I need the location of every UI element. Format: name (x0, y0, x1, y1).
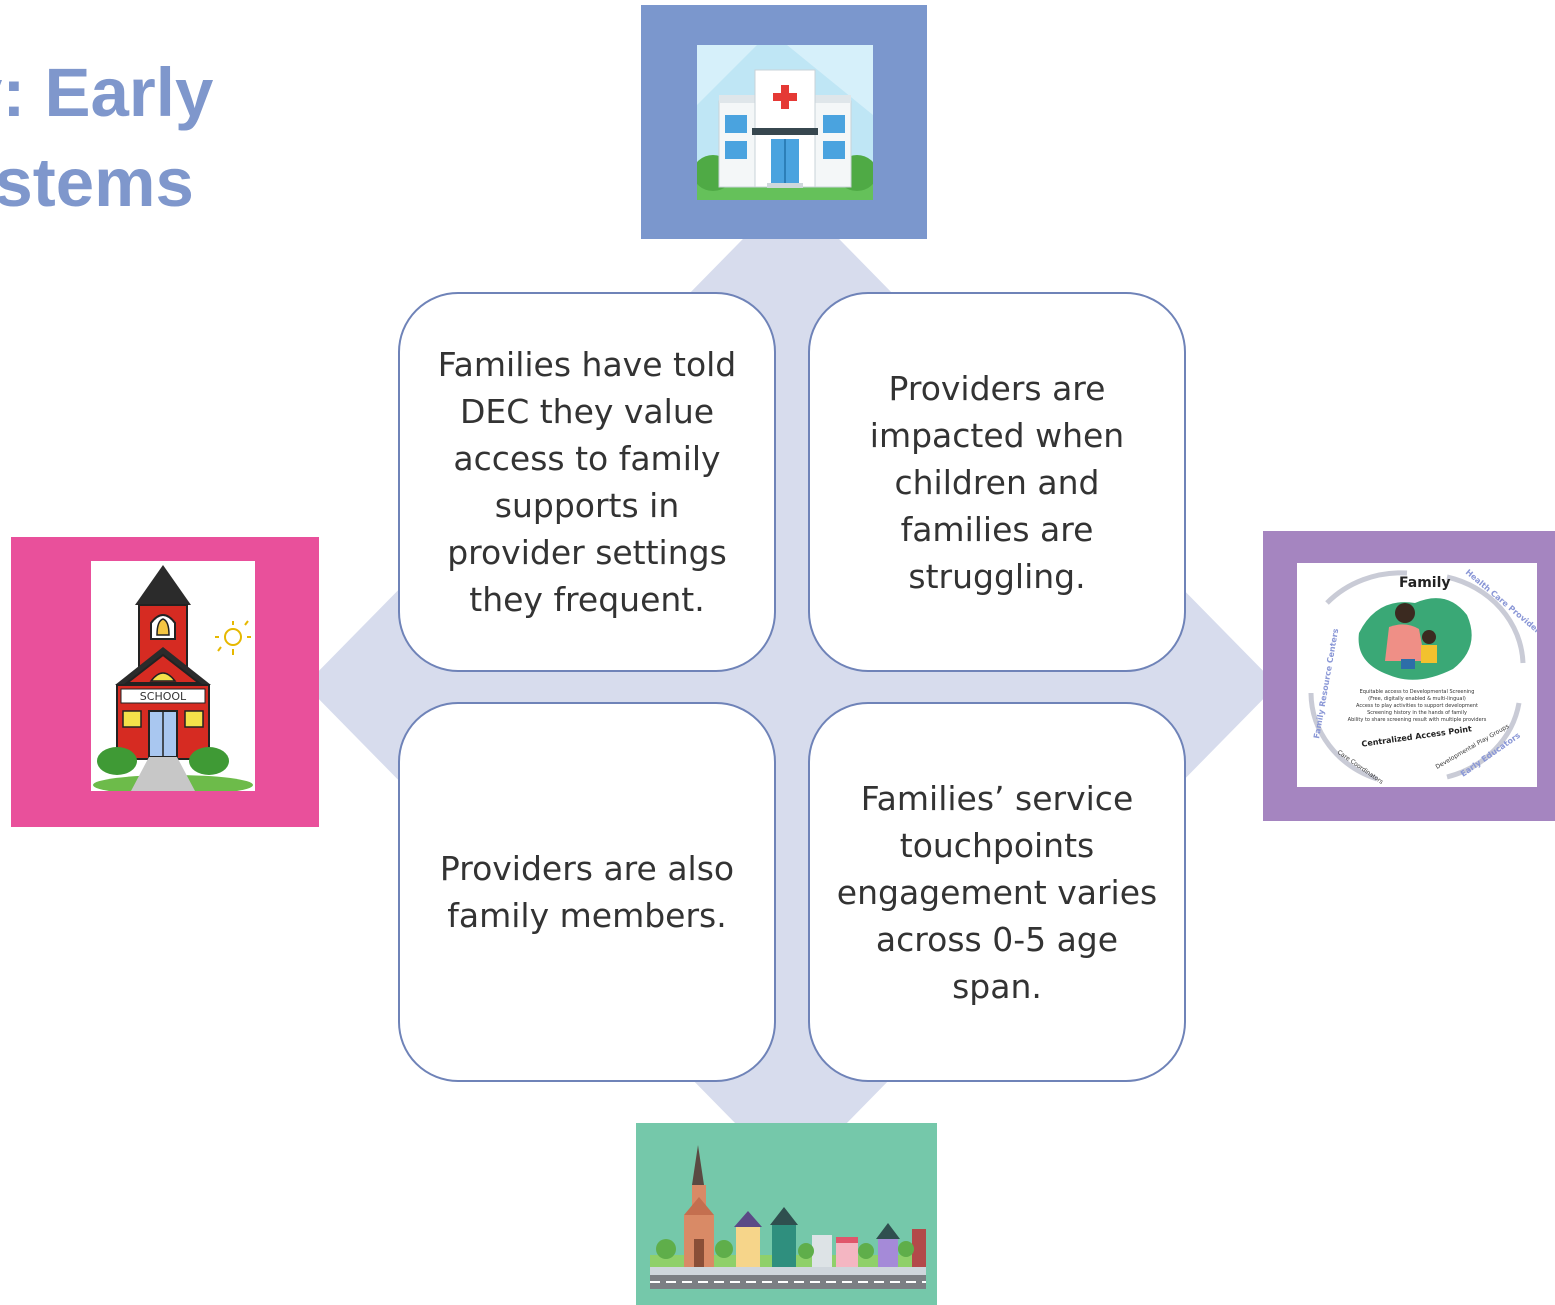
card-bottom-right: Families’ service touchpoints engagement… (808, 702, 1186, 1082)
card-bottom-right-text: Families’ service touchpoints engagement… (836, 778, 1158, 1006)
school-frame: SCHOOL (11, 537, 319, 827)
centralized-frame: Family Equitable access to Developmental… (1263, 531, 1555, 821)
card-bottom-left: Providers are also family members. (398, 702, 776, 1082)
hospital-image (697, 45, 873, 200)
school-image: SCHOOL (91, 561, 255, 791)
family-label: Family (1399, 575, 1451, 591)
town-frame (636, 1123, 937, 1305)
bullet-4: Screening history in the hands of family (1367, 710, 1467, 716)
title-line-1: y: Early (0, 54, 214, 131)
bullet-5: Ability to share screening result with m… (1348, 717, 1487, 723)
card-top-right: Providers are impacted when children and… (808, 292, 1186, 672)
school-sign: SCHOOL (140, 690, 187, 703)
card-top-left: Families have told DEC they value access… (398, 292, 776, 672)
card-top-left-text: Families have told DEC they value access… (437, 345, 737, 619)
bullet-1: Equitable access to Developmental Screen… (1360, 689, 1475, 695)
card-top-right-text: Providers are impacted when children and… (869, 368, 1125, 596)
bullet-2: (Free, digitally enabled & multi-lingual… (1368, 696, 1466, 702)
hospital-frame (641, 5, 927, 239)
bullet-3: Access to play activities to support dev… (1356, 703, 1478, 709)
card-bottom-left-text: Providers are also family members. (439, 849, 735, 935)
town-image (650, 1145, 926, 1295)
centralized-access-image: Family Equitable access to Developmental… (1297, 563, 1537, 787)
